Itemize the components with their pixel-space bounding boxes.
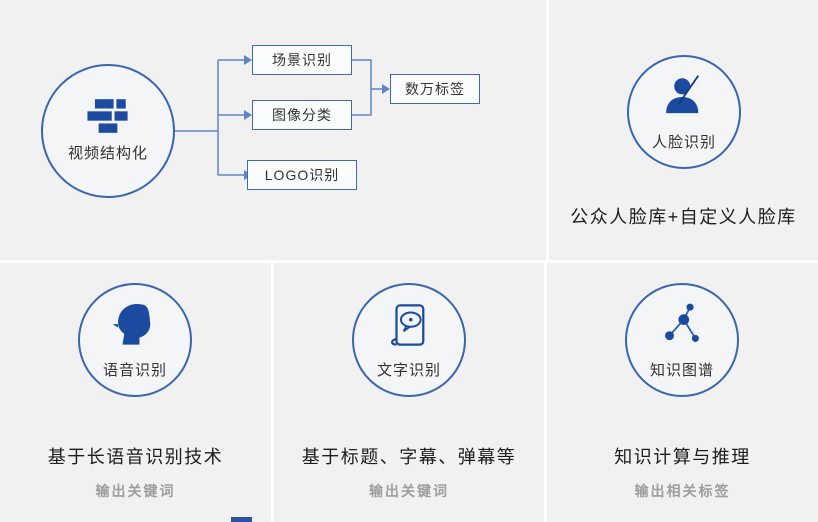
text-recognition-icon: [391, 304, 425, 346]
circle-label: 视频结构化: [67, 145, 148, 162]
circle-label: 知识图谱: [649, 362, 714, 379]
flow-box-scene-recognition: 场景识别: [252, 45, 352, 75]
flow-box-logo-recognition: LOGO识别: [247, 160, 357, 190]
speech-recognition-icon: [112, 304, 151, 345]
bottom-accent-bar: [231, 517, 252, 522]
panel-knowledge-graph: 知识图谱 知识计算与推理 输出相关标签: [547, 263, 818, 522]
knowledge-graph-caption: 知识计算与推理: [614, 447, 751, 467]
knowledge-graph-icon: [665, 303, 699, 342]
panel-video-structuring: 视频结构化 场景识别 图像分类 LOGO识别 数万标签: [0, 0, 546, 260]
speech-recognition-subcaption: 输出关键词: [95, 483, 176, 499]
knowledge-graph-subcaption: 输出相关标签: [634, 483, 731, 499]
panel-speech-recognition: 语音识别 基于长语音识别技术 输出关键词: [0, 263, 271, 522]
circle-label: 语音识别: [102, 362, 167, 379]
face-recognition-caption: 公众人脸库+自定义人脸库: [570, 207, 797, 227]
video-structuring-icon: [87, 99, 128, 133]
face-recognition-icon: [666, 75, 700, 114]
circle-label: 人脸识别: [651, 134, 716, 151]
flow-box-image-classification: 图像分类: [252, 100, 352, 130]
knowledge-graph-circle: 知识图谱: [625, 283, 739, 397]
flow-box-tags-result: 数万标签: [390, 74, 480, 104]
arrowhead: [244, 55, 252, 65]
text-recognition-circle: 文字识别: [352, 283, 466, 397]
circle-label: 文字识别: [376, 362, 441, 379]
panel-face-recognition: 人脸识别 公众人脸库+自定义人脸库: [549, 0, 818, 260]
panel-text-recognition: 文字识别 基于标题、字幕、弹幕等 输出关键词: [274, 263, 544, 522]
face-recognition-circle: 人脸识别: [627, 55, 741, 169]
text-recognition-caption: 基于标题、字幕、弹幕等: [301, 447, 517, 467]
connector-merge-lines: [352, 59, 382, 116]
arrowhead: [382, 84, 390, 94]
speech-recognition-circle: 语音识别: [78, 283, 192, 397]
arrowhead: [244, 110, 252, 120]
text-recognition-subcaption: 输出关键词: [369, 483, 449, 499]
speech-recognition-caption: 基于长语音识别技术: [47, 447, 224, 467]
video-structuring-circle: 视频结构化: [41, 64, 175, 198]
connector-branch-lines: [175, 59, 244, 176]
